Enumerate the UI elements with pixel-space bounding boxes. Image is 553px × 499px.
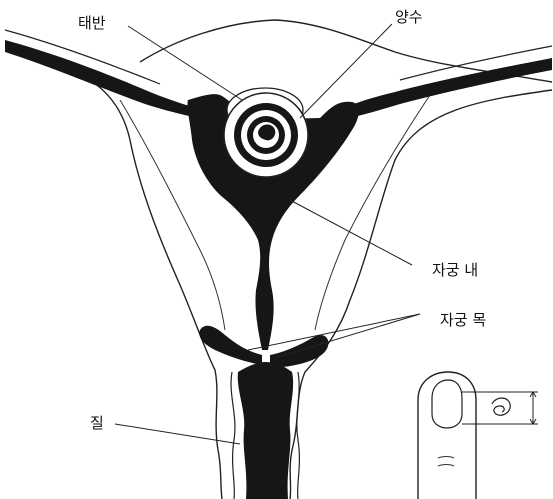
vaginal-wall-right xyxy=(297,372,300,499)
vaginal-canal xyxy=(238,362,293,499)
leader-uterine-cavity xyxy=(290,200,412,265)
label-vagina: 질 xyxy=(90,414,104,432)
fallopian-tube-right xyxy=(340,58,552,120)
leader-cervix-a xyxy=(248,314,420,350)
vaginal-wall-left xyxy=(231,372,235,499)
fingernail xyxy=(432,380,462,428)
leader-cervix-b xyxy=(275,314,420,358)
fallopian-tube-left xyxy=(5,40,212,120)
label-amniotic-fluid: 양수 xyxy=(395,8,423,26)
label-uterine-cavity: 자궁 내 xyxy=(432,261,478,279)
embryo-size-sketch xyxy=(492,398,510,415)
cervix-left-lip xyxy=(199,326,262,365)
leader-placenta xyxy=(128,26,242,100)
label-cervix: 자궁 목 xyxy=(440,311,486,329)
label-placenta: 태반 xyxy=(78,14,106,32)
leader-vagina xyxy=(115,424,240,444)
